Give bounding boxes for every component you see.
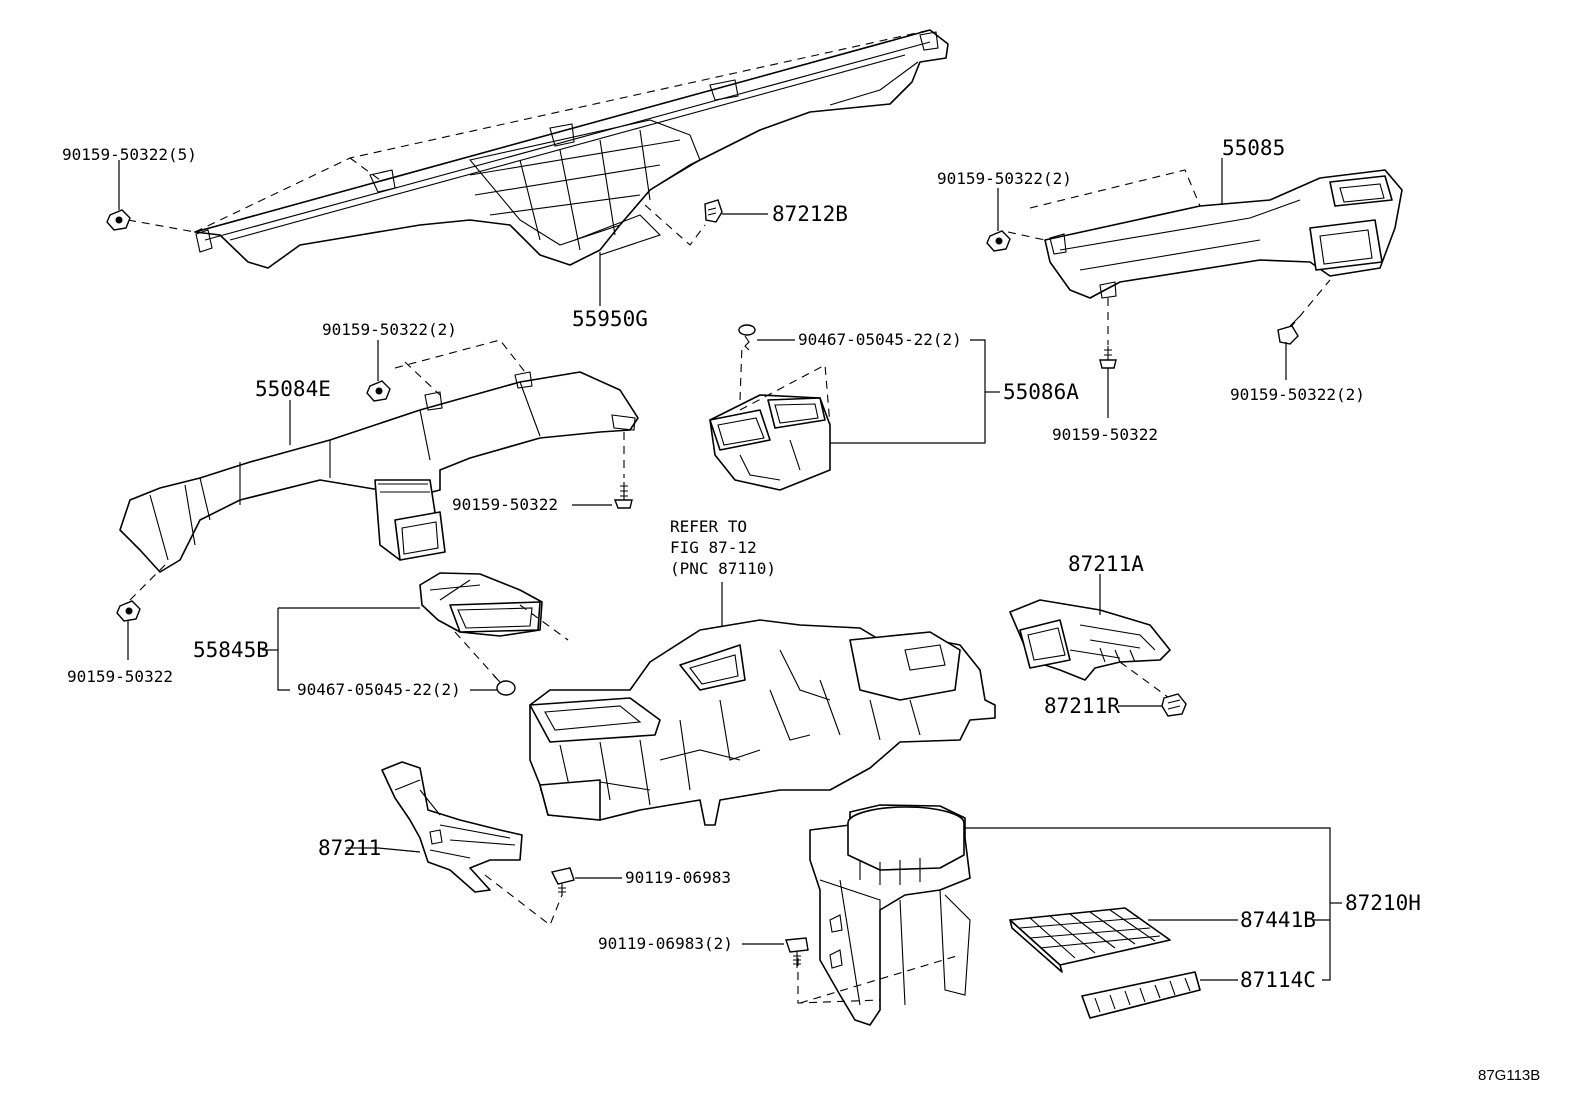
label-screw-55085-bottom: 90159-50322 <box>1052 425 1158 444</box>
label-duct-55084E: 55084E <box>255 377 331 401</box>
figure-code: 87G113B <box>1478 1067 1540 1084</box>
case-87210H <box>809 804 971 1026</box>
label-case-87210H: 87210H <box>1345 891 1421 915</box>
label-screw-55085-right: 90159-50322(2) <box>1230 385 1365 404</box>
duct-55084E <box>119 371 639 573</box>
bolt-icon <box>550 867 575 896</box>
screw-icon <box>106 209 131 231</box>
duct-87211 <box>381 761 523 893</box>
bolt-icon <box>785 937 809 968</box>
clip-icon <box>704 199 723 223</box>
label-clip-87212B: 87212B <box>772 202 848 226</box>
duct-55086A <box>709 394 831 491</box>
duct-87211A <box>1009 599 1171 681</box>
duct-55085 <box>1044 169 1403 299</box>
label-screw-55084E-right: 90159-50322 <box>452 495 558 514</box>
label-duct-87211A: 87211A <box>1068 552 1144 576</box>
label-screw-55085-left: 90159-50322(2) <box>937 169 1072 188</box>
screw-icon <box>1277 315 1301 345</box>
filter-87441B <box>1009 907 1171 973</box>
screw-icon <box>613 482 633 509</box>
screw-icon <box>986 230 1011 252</box>
clip-icon <box>738 324 756 351</box>
label-clip-87211R: 87211R <box>1044 694 1120 718</box>
label-duct-55086A: 55086A <box>1003 380 1079 404</box>
label-cover-87114C: 87114C <box>1240 968 1316 992</box>
label-duct-87211: 87211 <box>318 836 381 860</box>
screw-icon <box>1099 346 1117 369</box>
label-screw-55084E-top: 90159-50322(2) <box>322 320 457 339</box>
label-filter-87441B: 87441B <box>1240 908 1316 932</box>
refer-note-line3: (PNC 87110) <box>670 559 776 578</box>
clip-icon <box>493 675 516 696</box>
hvac-unit <box>529 619 996 826</box>
cover-87114C <box>1081 971 1201 1019</box>
duct-55845B <box>419 572 543 637</box>
label-duct-55950G: 55950G <box>572 307 648 331</box>
screw-icon <box>116 600 141 622</box>
label-clip-55086A: 90467-05045-22(2) <box>798 330 962 349</box>
label-duct-55085: 55085 <box>1222 136 1285 160</box>
label-clip-55845B: 90467-05045-22(2) <box>297 680 461 699</box>
refer-note-line2: FIG 87-12 <box>670 538 757 557</box>
duct-55950G <box>194 29 949 269</box>
screw-icon <box>366 380 391 402</box>
refer-note-line1: REFER TO <box>670 517 747 536</box>
label-screw-top-left: 90159-50322(5) <box>62 145 197 164</box>
label-bolt-87210H: 90119-06983(2) <box>598 934 733 953</box>
label-bolt-87211: 90119-06983 <box>625 868 731 887</box>
clip-icon <box>1161 693 1187 717</box>
label-screw-55084E-bottom: 90159-50322 <box>67 667 173 686</box>
label-duct-55845B: 55845B <box>193 638 269 662</box>
